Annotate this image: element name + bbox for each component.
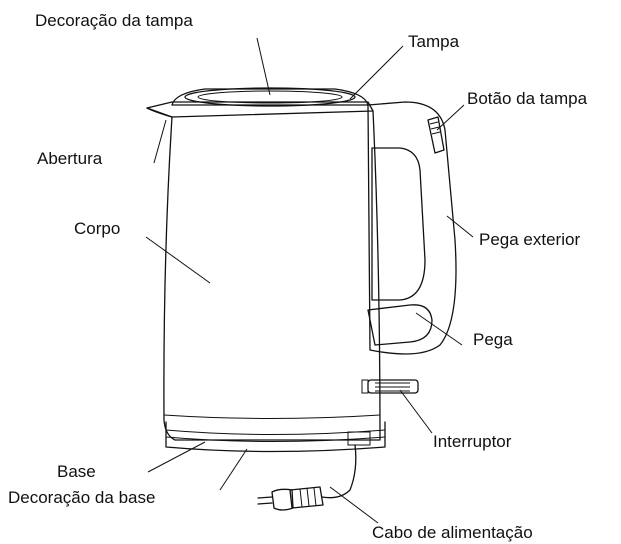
label-lid: Tampa: [408, 32, 460, 51]
label-lid-decoration: Decoração da tampa: [35, 11, 193, 30]
power-cord-shape: [257, 444, 357, 511]
base-decoration-leader: [219, 448, 248, 491]
body-shape: [163, 110, 381, 441]
label-outer-handle: Pega exterior: [479, 230, 581, 249]
label-body: Corpo: [74, 219, 121, 238]
power-cord-leader: [329, 486, 379, 524]
body-leader: [145, 236, 211, 284]
label-switch: Interruptor: [433, 432, 512, 451]
handle-shape: [367, 101, 457, 355]
handle-leader: [415, 312, 463, 346]
label-lid-button: Botão da tampa: [467, 89, 588, 108]
outer-handle-leader: [446, 215, 474, 238]
spout-leader: [153, 119, 167, 164]
lid-decoration-leader: [256, 37, 271, 96]
label-handle: Pega: [473, 330, 513, 349]
label-power-cord: Cabo de alimentação: [372, 523, 533, 542]
lid-leader: [349, 45, 404, 100]
rim: [146, 101, 374, 118]
lid-button-leader: [436, 104, 465, 131]
leader-lines: [145, 37, 474, 524]
label-spout: Abertura: [37, 149, 103, 168]
switch-leader: [399, 389, 433, 434]
switch-shape: [361, 379, 419, 394]
base-leader: [147, 441, 206, 473]
lid: [171, 87, 369, 107]
base-shape: [165, 421, 386, 453]
label-base-decoration: Decoração da base: [8, 488, 156, 507]
label-base: Base: [57, 462, 96, 481]
